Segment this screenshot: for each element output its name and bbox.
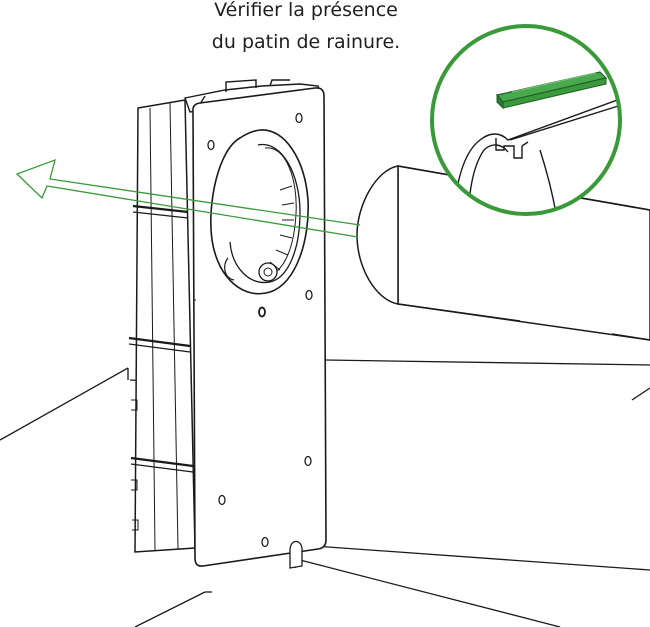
arrow-left-icon	[15, 158, 361, 238]
table-surface	[0, 359, 650, 627]
bracket-side	[128, 99, 196, 553]
bracket-foot	[289, 540, 303, 569]
instruction-line-2: du patin de rainure.	[211, 31, 401, 53]
instruction-line-1: Vérifier la présence	[214, 0, 398, 21]
groove-pad-part	[495, 71, 608, 110]
instruction-text: Vérifier la présence du patin de rainure…	[160, 0, 452, 58]
detail-magnifier	[430, 24, 622, 216]
bracket-front-plate	[192, 87, 327, 567]
tube-cylinder	[356, 165, 650, 341]
